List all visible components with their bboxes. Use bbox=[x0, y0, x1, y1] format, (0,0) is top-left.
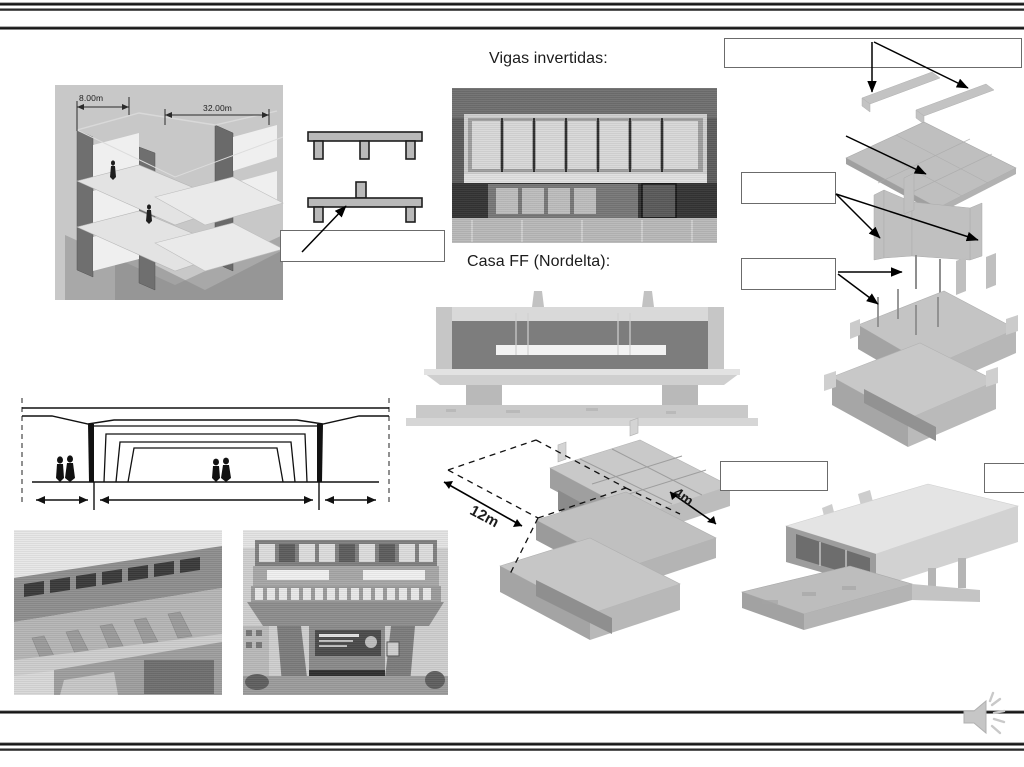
slab-beam-3d-figure: 12m 4m bbox=[440, 417, 750, 658]
callout-mid-right-upper-text bbox=[742, 173, 835, 185]
arrow-group-mid-right-lower bbox=[837, 267, 903, 305]
arrow-group-top-right bbox=[867, 41, 969, 93]
top-rule-upper bbox=[0, 2, 1024, 11]
photo-building-underside bbox=[14, 530, 222, 695]
dimension-label-32m: 32.00m bbox=[203, 103, 232, 113]
bridge-section-drawing bbox=[18, 390, 393, 515]
callout-bottom-right-text bbox=[985, 464, 1024, 476]
arrow-to-inverted-beam bbox=[301, 205, 347, 253]
speaker-icon[interactable] bbox=[960, 691, 1014, 739]
arrow-to-slab bbox=[845, 135, 927, 175]
bottom-rule-lower bbox=[0, 742, 1024, 751]
house-night-photo bbox=[452, 88, 717, 243]
page-title: Vigas invertidas: bbox=[489, 50, 608, 67]
top-rule-lower bbox=[0, 26, 1024, 30]
final-building-render bbox=[740, 480, 1024, 630]
section-subtitle: Casa FF (Nordelta): bbox=[467, 253, 611, 270]
dimension-label-8m: 8.00m bbox=[79, 93, 104, 103]
axon-frame-svg bbox=[55, 85, 284, 300]
beam-section-downstand bbox=[300, 128, 430, 168]
callout-top-right[interactable] bbox=[724, 38, 1022, 68]
callout-mid-right-lower[interactable] bbox=[741, 258, 836, 290]
axonometric-frame-figure: 8.00m 32.00m bbox=[55, 85, 284, 300]
callout-mid-right-upper[interactable] bbox=[741, 172, 836, 204]
callout-bottom-right[interactable] bbox=[984, 463, 1024, 493]
beam-section-inverted bbox=[300, 181, 430, 226]
arrow-group-mid-right-upper bbox=[835, 193, 979, 242]
callout-mid-right-lower-text bbox=[742, 259, 835, 271]
callout-bottom-center-text bbox=[721, 462, 827, 474]
slab-stack-figure bbox=[820, 253, 1024, 470]
exploded-axonometric-top bbox=[820, 60, 1024, 261]
callout-bottom-center[interactable] bbox=[720, 461, 828, 491]
photo-biblioteca-nacional bbox=[243, 530, 448, 695]
bottom-rule-upper bbox=[0, 710, 1024, 714]
casa-ff-elevation bbox=[406, 283, 758, 426]
